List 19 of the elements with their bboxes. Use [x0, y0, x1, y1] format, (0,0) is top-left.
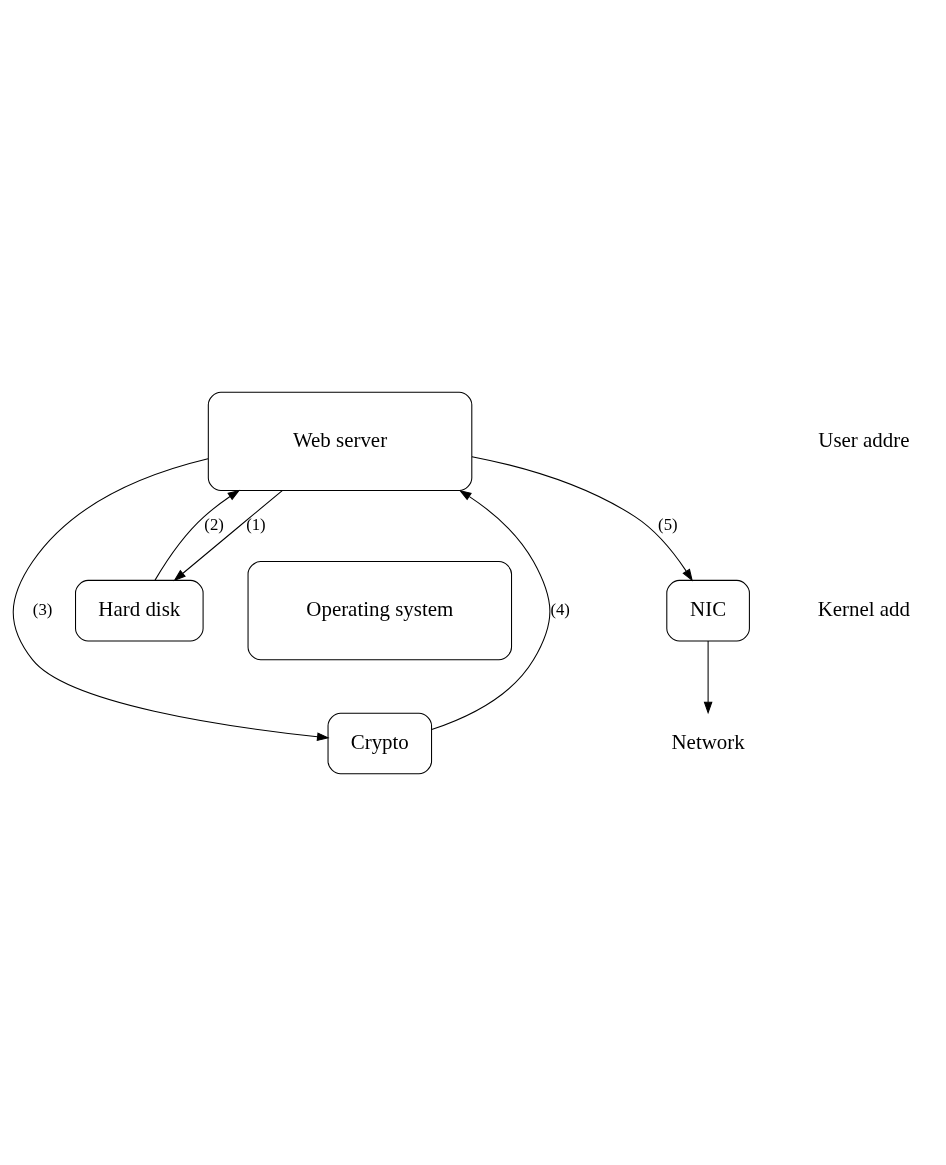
node-box: NIC	[666, 579, 750, 642]
edge-label: (3)	[32, 599, 53, 619]
edge-label: (2)	[204, 514, 224, 534]
node-box: Operating system	[247, 560, 513, 660]
arrow	[431, 489, 551, 730]
arrow	[154, 489, 241, 581]
node-text: Network	[671, 729, 745, 754]
node-box: Web server	[207, 391, 473, 491]
arrow	[471, 455, 693, 582]
label: Kernel add	[817, 596, 911, 621]
label: User addre	[818, 427, 910, 452]
arrow	[173, 489, 283, 581]
edge-label: (5)	[658, 514, 678, 534]
edge-label: (1)	[246, 514, 266, 534]
node-box: Crypto	[327, 712, 433, 774]
arrow	[12, 457, 330, 741]
node-box: Hard disk	[75, 579, 204, 642]
arrow	[703, 640, 713, 714]
edge-label: (4)	[550, 599, 570, 619]
